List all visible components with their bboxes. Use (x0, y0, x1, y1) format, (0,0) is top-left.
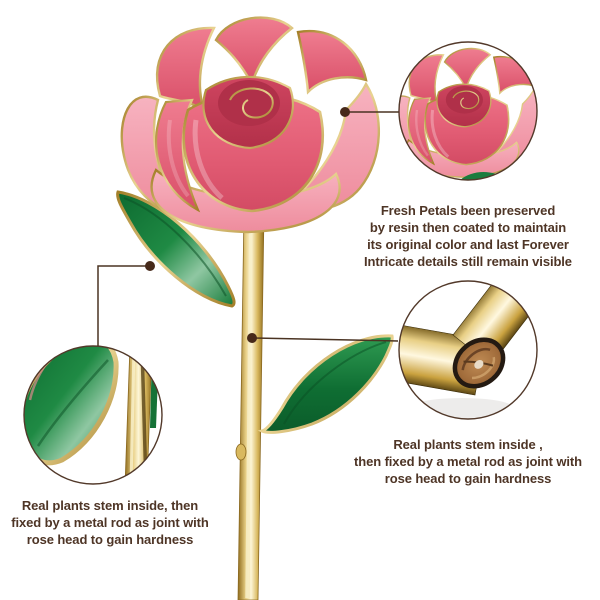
caption-petals-line-1: Fresh Petals been preserved (380, 203, 556, 218)
caption-stem: Real plants stem inside , then fixed by … (336, 436, 600, 487)
callout-circle-leaf (23, 345, 163, 485)
caption-stem-line-2: then fixed by a metal rod as joint with (354, 454, 582, 469)
rose-head (122, 18, 379, 232)
caption-leaf-line-2: fixed by a metal rod as joint with (11, 515, 209, 530)
dot-stem (247, 333, 257, 343)
stem-node (235, 443, 247, 461)
callout-circle-stem (398, 280, 538, 420)
closeup-gold-stem (124, 346, 153, 484)
lower-right-leaf (257, 334, 394, 434)
callout-connectors (97, 111, 399, 346)
caption-leaf-line-3: rose head to gain hardness (26, 532, 194, 547)
caption-stem-line-3: rose head to gain hardness (384, 471, 552, 486)
caption-leaf-line-1: Real plants stem inside, then (21, 498, 199, 513)
callout-dots (145, 107, 350, 343)
caption-stem-line-1: Real plants stem inside , (393, 437, 543, 452)
caption-petals-line-3: its original color and last Forever (367, 237, 569, 252)
caption-petals-line-2: by resin then coated to maintain (369, 220, 567, 235)
caption-petals-line-4: Intricate details still remain visible (364, 254, 572, 269)
connector-leaf (97, 265, 150, 346)
wood-stem-core (452, 337, 506, 389)
dot-petals (340, 107, 350, 117)
caption-leaf: Real plants stem inside, then fixed by a… (4, 497, 216, 548)
upper-left-leaf (116, 190, 236, 308)
callout-circle-petals (398, 41, 538, 181)
rose-stem (235, 211, 265, 600)
dot-leaf (145, 261, 155, 271)
connector-stem (251, 337, 399, 342)
caption-petals: Fresh Petals been preserved by resin the… (338, 202, 598, 270)
tube-shadow (410, 398, 514, 418)
